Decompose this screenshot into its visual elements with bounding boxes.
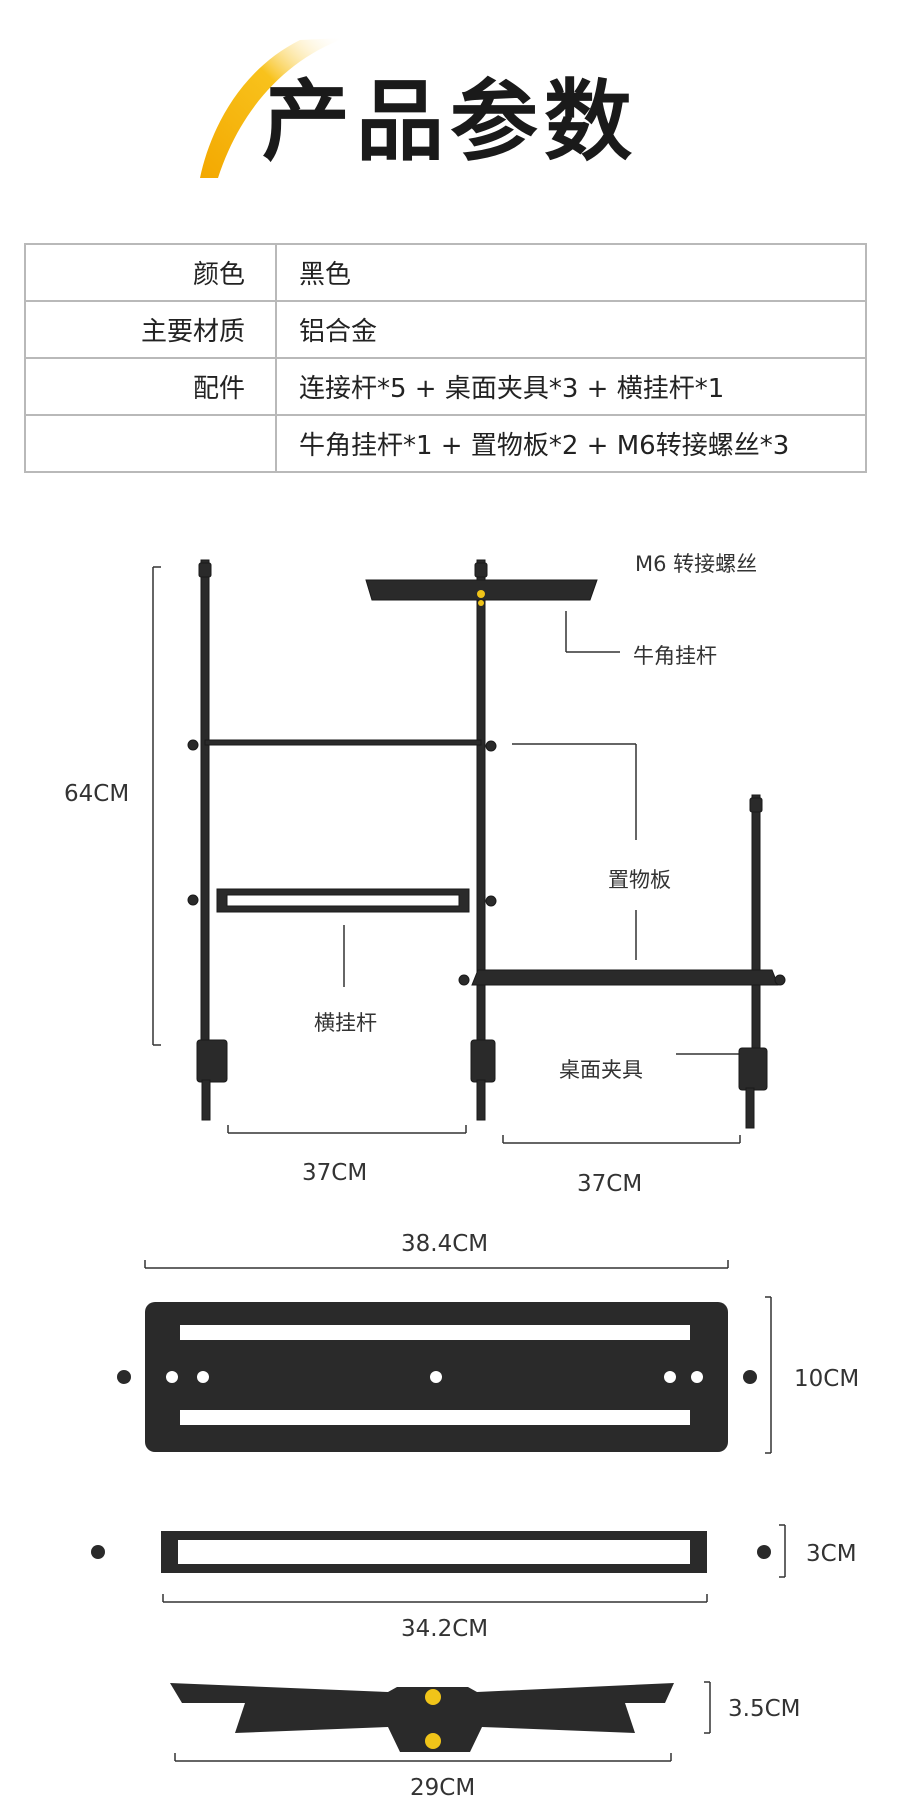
table-row: 颜色 黑色	[24, 243, 867, 302]
table-row: 牛角挂杆*1 + 置物板*2 + M6转接螺丝*3	[24, 414, 867, 473]
page-title: 产品参数	[262, 70, 639, 173]
title-accent-stroke	[200, 38, 345, 178]
label-shelf: 置物板	[608, 868, 671, 892]
shelf-plate-detail	[117, 1302, 757, 1452]
dim-horn-height: 3.5CM	[728, 1696, 801, 1722]
param-value: 铝合金	[275, 300, 867, 359]
dim-width-right: 37CM	[577, 1171, 643, 1197]
dim-bar-height: 3CM	[806, 1541, 857, 1567]
param-key: 颜色	[24, 243, 277, 302]
param-value: 连接杆*5 + 桌面夹具*3 + 横挂杆*1	[275, 357, 867, 416]
label-desk-clamp: 桌面夹具	[559, 1058, 643, 1082]
dim-shelf-width: 10CM	[794, 1366, 860, 1392]
table-row: 主要材质 铝合金	[24, 300, 867, 359]
param-key: 配件	[24, 357, 277, 416]
param-value: 黑色	[275, 243, 867, 302]
label-hanging-bar: 横挂杆	[314, 1011, 377, 1035]
dim-width-left: 37CM	[302, 1160, 368, 1186]
horn-bar-detail	[170, 1683, 674, 1752]
dim-horn-length: 29CM	[410, 1775, 476, 1801]
table-row: 配件 连接杆*5 + 桌面夹具*3 + 横挂杆*1	[24, 357, 867, 416]
dim-shelf-length: 38.4CM	[401, 1231, 489, 1257]
params-table: 颜色 黑色 主要材质 铝合金 配件 连接杆*5 + 桌面夹具*3 + 横挂杆*1…	[24, 243, 867, 473]
dim-bar-length: 34.2CM	[401, 1616, 489, 1642]
param-value: 牛角挂杆*1 + 置物板*2 + M6转接螺丝*3	[275, 414, 867, 473]
dim-height: 64CM	[64, 781, 130, 807]
hanging-bar-detail	[91, 1531, 771, 1573]
title-section: 产品参数	[0, 0, 900, 200]
label-m6-screw: M6 转接螺丝	[635, 552, 758, 576]
dimension-lines	[144, 566, 786, 1762]
stand-assembly	[187, 559, 786, 1129]
param-key	[24, 414, 277, 473]
label-horn-bar: 牛角挂杆	[633, 644, 717, 668]
param-key: 主要材质	[24, 300, 277, 359]
